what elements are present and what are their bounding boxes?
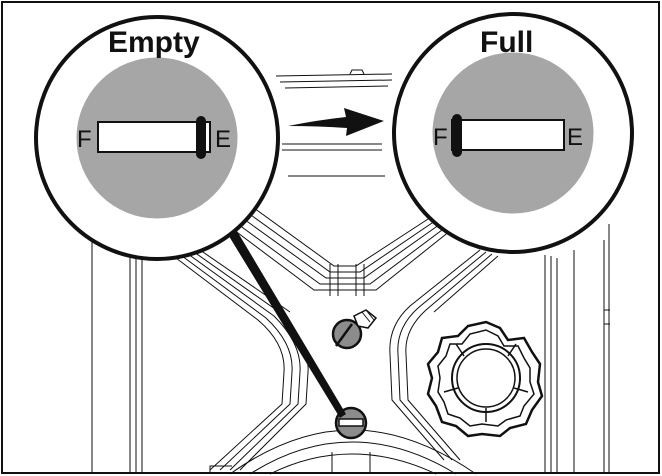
empty-gauge-e-label: E	[215, 126, 231, 153]
empty-gauge-indicator	[196, 116, 206, 159]
full-gauge-indicator	[452, 114, 462, 157]
fuel-cap	[426, 320, 544, 438]
full-title: Full	[480, 26, 534, 59]
empty-gauge-magnifier: F E	[34, 15, 280, 261]
full-gauge-f-label: F	[433, 124, 448, 151]
callout-leader-line	[224, 226, 346, 418]
vent-fitting	[331, 309, 378, 350]
full-gauge-track	[451, 119, 565, 151]
full-gauge-magnifier: F E	[392, 12, 634, 254]
arrow-empty-to-full	[288, 108, 384, 136]
empty-gauge-track	[97, 121, 211, 153]
empty-gauge-f-label: F	[77, 126, 92, 153]
full-gauge-e-label: E	[567, 124, 583, 151]
empty-title: Empty	[108, 26, 200, 59]
